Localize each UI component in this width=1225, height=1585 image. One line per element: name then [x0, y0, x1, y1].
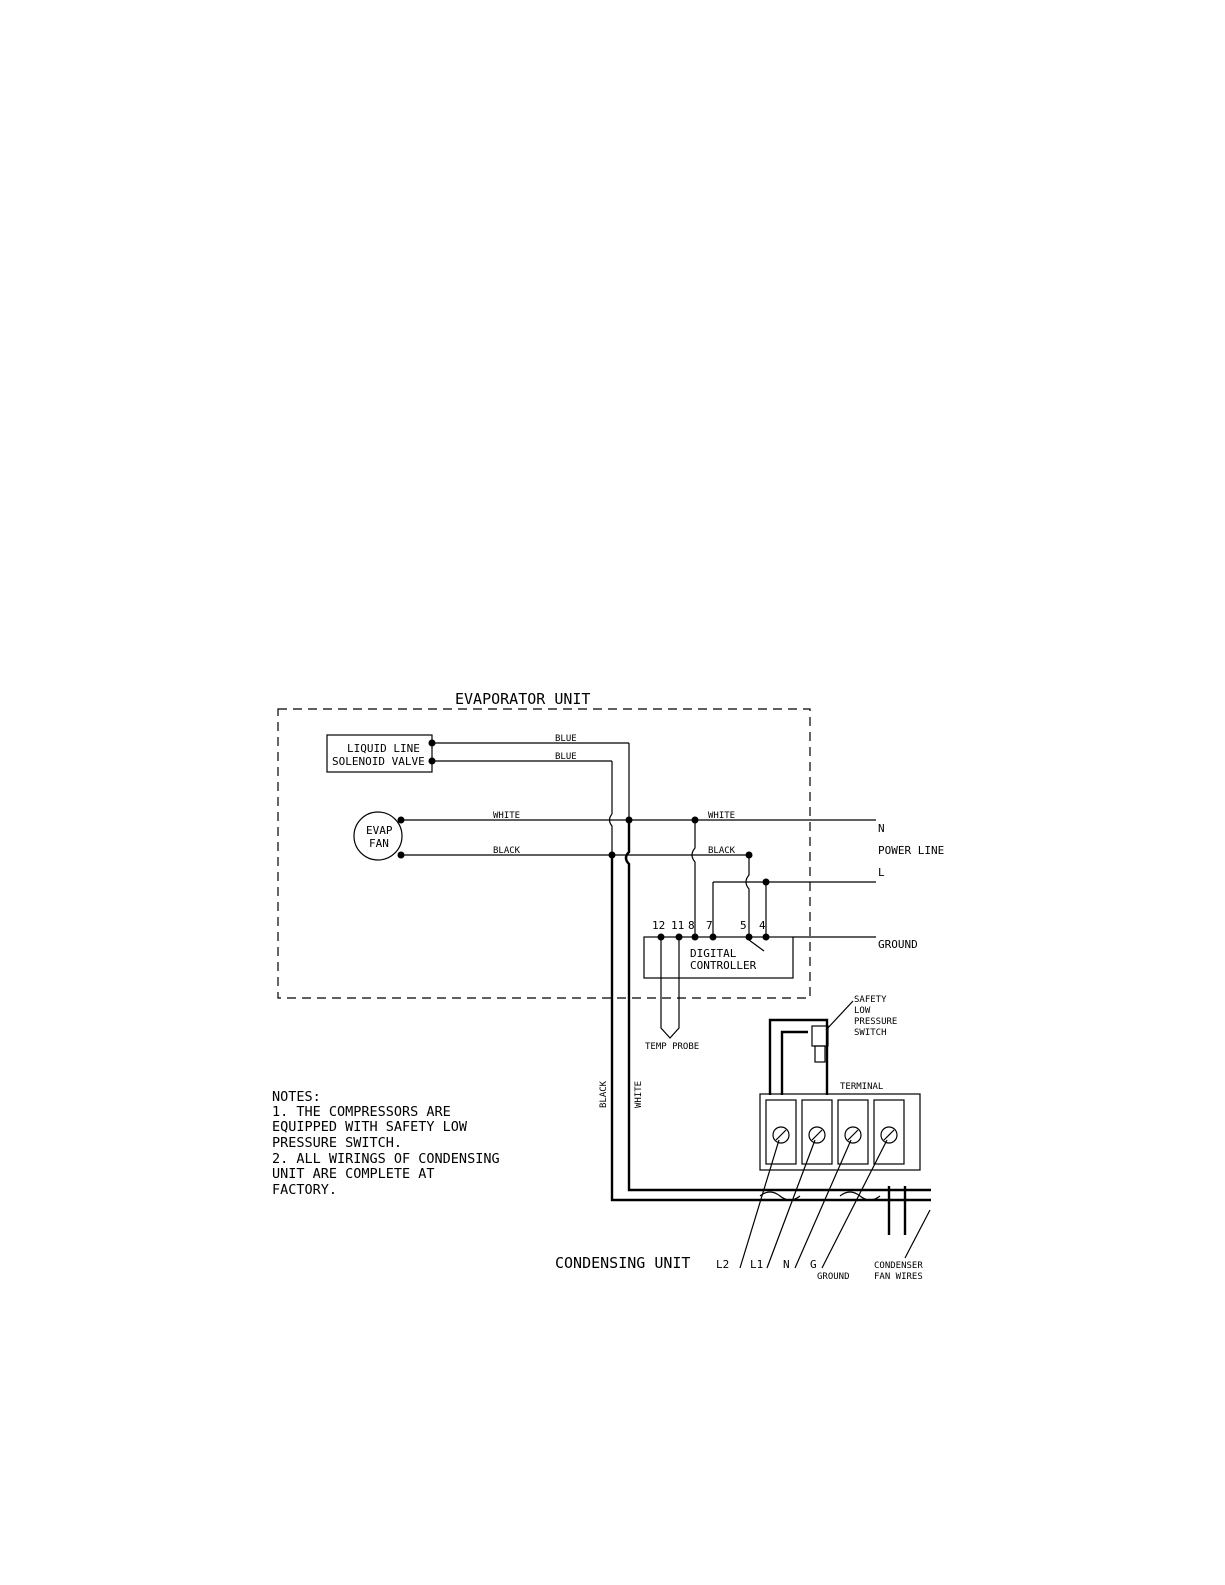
- white-to-terminal-8: [691, 820, 696, 937]
- leader-n: [794, 1139, 852, 1269]
- pressure-switch-label-1: SAFETY: [854, 995, 887, 1005]
- evaporator-unit-boundary: [277, 708, 811, 999]
- condensing-unit-label: CONDENSING UNIT: [555, 1254, 690, 1272]
- condensing-terminal-n: N: [783, 1258, 790, 1271]
- terminal-number-12: 12: [652, 919, 665, 932]
- controller-terminal-5: [745, 933, 753, 941]
- power-line-n: N: [878, 822, 885, 835]
- black-wire-label-left: BLACK: [493, 846, 521, 856]
- terminal-number-4: 4: [759, 919, 766, 932]
- pressure-switch-body: [811, 1025, 829, 1047]
- controller-terminal-7: [709, 933, 717, 941]
- terminal-cell-g: [873, 1099, 905, 1165]
- black-to-terminal-5: [745, 855, 750, 937]
- solenoid-valve-label-2: SOLENOID VALVE: [332, 755, 425, 768]
- digital-controller-box: [643, 936, 794, 979]
- white-heavy-wire: [624, 820, 931, 1192]
- leader-l1: [766, 1139, 816, 1269]
- evaporator-unit-title: EVAPORATOR UNIT: [455, 690, 590, 708]
- terminal-cell-l1: [801, 1099, 833, 1165]
- white-wire-label-left: WHITE: [493, 811, 520, 821]
- controller-terminal-8: [691, 933, 699, 941]
- pressure-switch-label-4: SWITCH: [854, 1028, 887, 1038]
- leader-g: [821, 1139, 888, 1269]
- notes-line-4: PRESSURE SWITCH.: [272, 1135, 402, 1151]
- condenser-fan-label-2: FAN WIRES: [874, 1272, 923, 1282]
- pressure-switch-loop-inner: [780, 1030, 808, 1095]
- blue-wire-label-top: BLUE: [555, 734, 577, 744]
- black-vertical-label: BLACK: [599, 1080, 609, 1108]
- solenoid-terminal-dot-2: [428, 757, 436, 765]
- power-line-label: POWER LINE: [878, 844, 944, 857]
- temp-probe-label: TEMP PROBE: [645, 1042, 699, 1052]
- temp-probe-wires: [660, 937, 680, 1039]
- white-wire-label-right: WHITE: [708, 811, 735, 821]
- condensing-terminal-l1: L1: [750, 1258, 763, 1271]
- controller-terminal-4: [762, 933, 770, 941]
- white-vertical-label: WHITE: [634, 1081, 644, 1108]
- notes-line-3: EQUIPPED WITH SAFETY LOW: [272, 1119, 468, 1135]
- pressure-switch-loop: [768, 1018, 829, 1095]
- notes-line-1: NOTES:: [272, 1089, 321, 1105]
- condensing-terminal-l2: L2: [716, 1258, 729, 1271]
- terminal-block-label: TERMINAL: [840, 1082, 883, 1092]
- condenser-fan-leader: [904, 1209, 931, 1259]
- terminal-cell-n: [837, 1099, 869, 1165]
- pressure-switch-leader: [825, 1000, 854, 1031]
- power-line-ground: GROUND: [878, 938, 918, 951]
- power-line-l: L: [878, 866, 885, 879]
- solenoid-valve-box: [326, 734, 433, 773]
- terminal-number-11: 11: [671, 919, 684, 932]
- condensing-terminal-g: G: [810, 1258, 817, 1271]
- terminal-number-8: 8: [688, 919, 695, 932]
- black-wire-label-right: BLACK: [708, 846, 736, 856]
- pressure-switch-label-3: PRESSURE: [854, 1017, 897, 1027]
- notes-line-2: 1. THE COMPRESSORS ARE: [272, 1104, 451, 1120]
- digital-controller-label-2: CONTROLLER: [690, 959, 757, 972]
- pressure-switch-label-2: LOW: [854, 1006, 871, 1016]
- notes-line-6: UNIT ARE COMPLETE AT: [272, 1166, 435, 1182]
- wire-crossover-waves: [759, 1191, 881, 1201]
- terminal-cell-l2: [765, 1099, 797, 1165]
- pressure-switch-base: [814, 1045, 826, 1063]
- solenoid-terminal-dot-1: [428, 739, 436, 747]
- terminal-number-5: 5: [740, 919, 747, 932]
- condenser-fan-label-1: CONDENSER: [874, 1261, 923, 1271]
- condensing-ground-label: GROUND: [817, 1272, 850, 1282]
- evap-fan-label-2: FAN: [369, 837, 389, 850]
- notes-line-5: 2. ALL WIRINGS OF CONDENSING: [272, 1151, 500, 1167]
- terminal-block-outline: [759, 1093, 921, 1171]
- evap-fan-label-1: EVAP: [366, 824, 393, 837]
- terminal-number-7: 7: [706, 919, 713, 932]
- evap-fan-symbol: [353, 811, 403, 861]
- terminal-5-switch: [748, 939, 765, 952]
- blue-wire-label-bottom: BLUE: [555, 752, 577, 762]
- solenoid-valve-label-1: LIQUID LINE: [347, 742, 420, 755]
- notes-line-7: FACTORY.: [272, 1182, 337, 1198]
- digital-controller-label-1: DIGITAL: [690, 947, 737, 960]
- leader-l2: [739, 1139, 780, 1269]
- blue-wire-crossover: [608, 813, 613, 855]
